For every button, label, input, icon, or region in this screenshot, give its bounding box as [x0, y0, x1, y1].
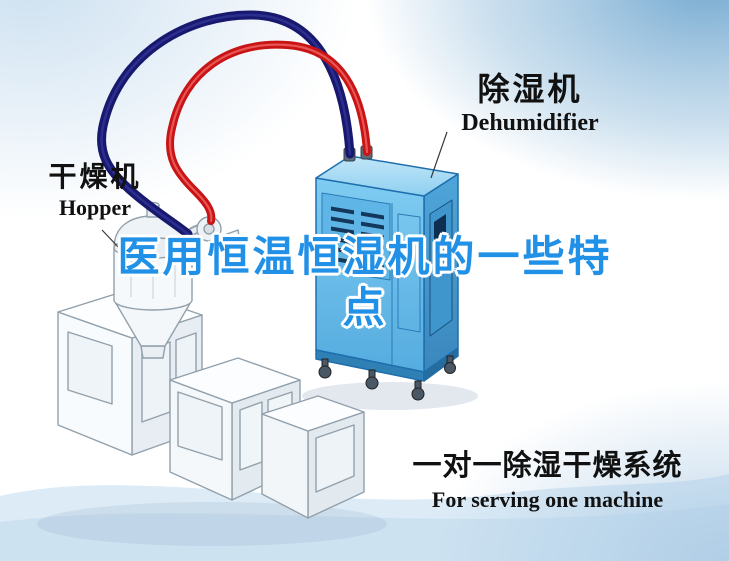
mid-panel	[239, 401, 263, 471]
system-label: 一对一除湿干燥系统 For serving one machine	[385, 448, 710, 515]
main-title-line2: 点	[342, 284, 388, 331]
dehumidifier-label-zh: 除湿机	[477, 71, 583, 107]
front-door-handle	[401, 270, 405, 274]
mid-top-face	[169, 357, 301, 404]
pipe-red-highlight	[168, 43, 369, 223]
dehumidifier-illustration	[315, 145, 459, 401]
hopper-label-en: Hopper	[58, 195, 132, 220]
right-panel	[315, 424, 355, 493]
hopper-neck	[140, 345, 166, 359]
hopper-rim	[113, 237, 193, 259]
dehumidifier-label-en: Dehumidifier	[461, 110, 599, 136]
dehumidifier-leader-line	[430, 131, 448, 179]
vent-grid	[331, 206, 384, 270]
dehumidifier-top-face	[315, 155, 459, 197]
system-label-en: For serving one machine	[431, 487, 664, 512]
pipe-navy-highlight	[100, 13, 352, 236]
side-door-window	[434, 214, 446, 241]
front-door	[397, 213, 421, 333]
hopper-label-zh: 干燥机	[48, 161, 142, 192]
hopper-label: 干燥机 Hopper	[30, 160, 160, 222]
mid-panel	[177, 391, 223, 461]
main-title-line1: 医用恒温恒湿机的一些特	[117, 233, 613, 280]
leader-lines	[101, 131, 448, 272]
casters	[318, 355, 456, 401]
extruder-illustration	[57, 201, 365, 519]
main-title: 医用恒温恒湿机的一些特 点	[68, 231, 662, 333]
blower-motor	[215, 229, 243, 263]
pipes	[97, 10, 371, 239]
right-top-face	[261, 395, 365, 432]
system-label-zh: 一对一除湿干燥系统	[412, 450, 683, 482]
dehumidifier-label: 除湿机 Dehumidifier	[428, 70, 632, 138]
cabinet-panel	[67, 331, 113, 405]
hopper-leader-line	[101, 229, 142, 272]
